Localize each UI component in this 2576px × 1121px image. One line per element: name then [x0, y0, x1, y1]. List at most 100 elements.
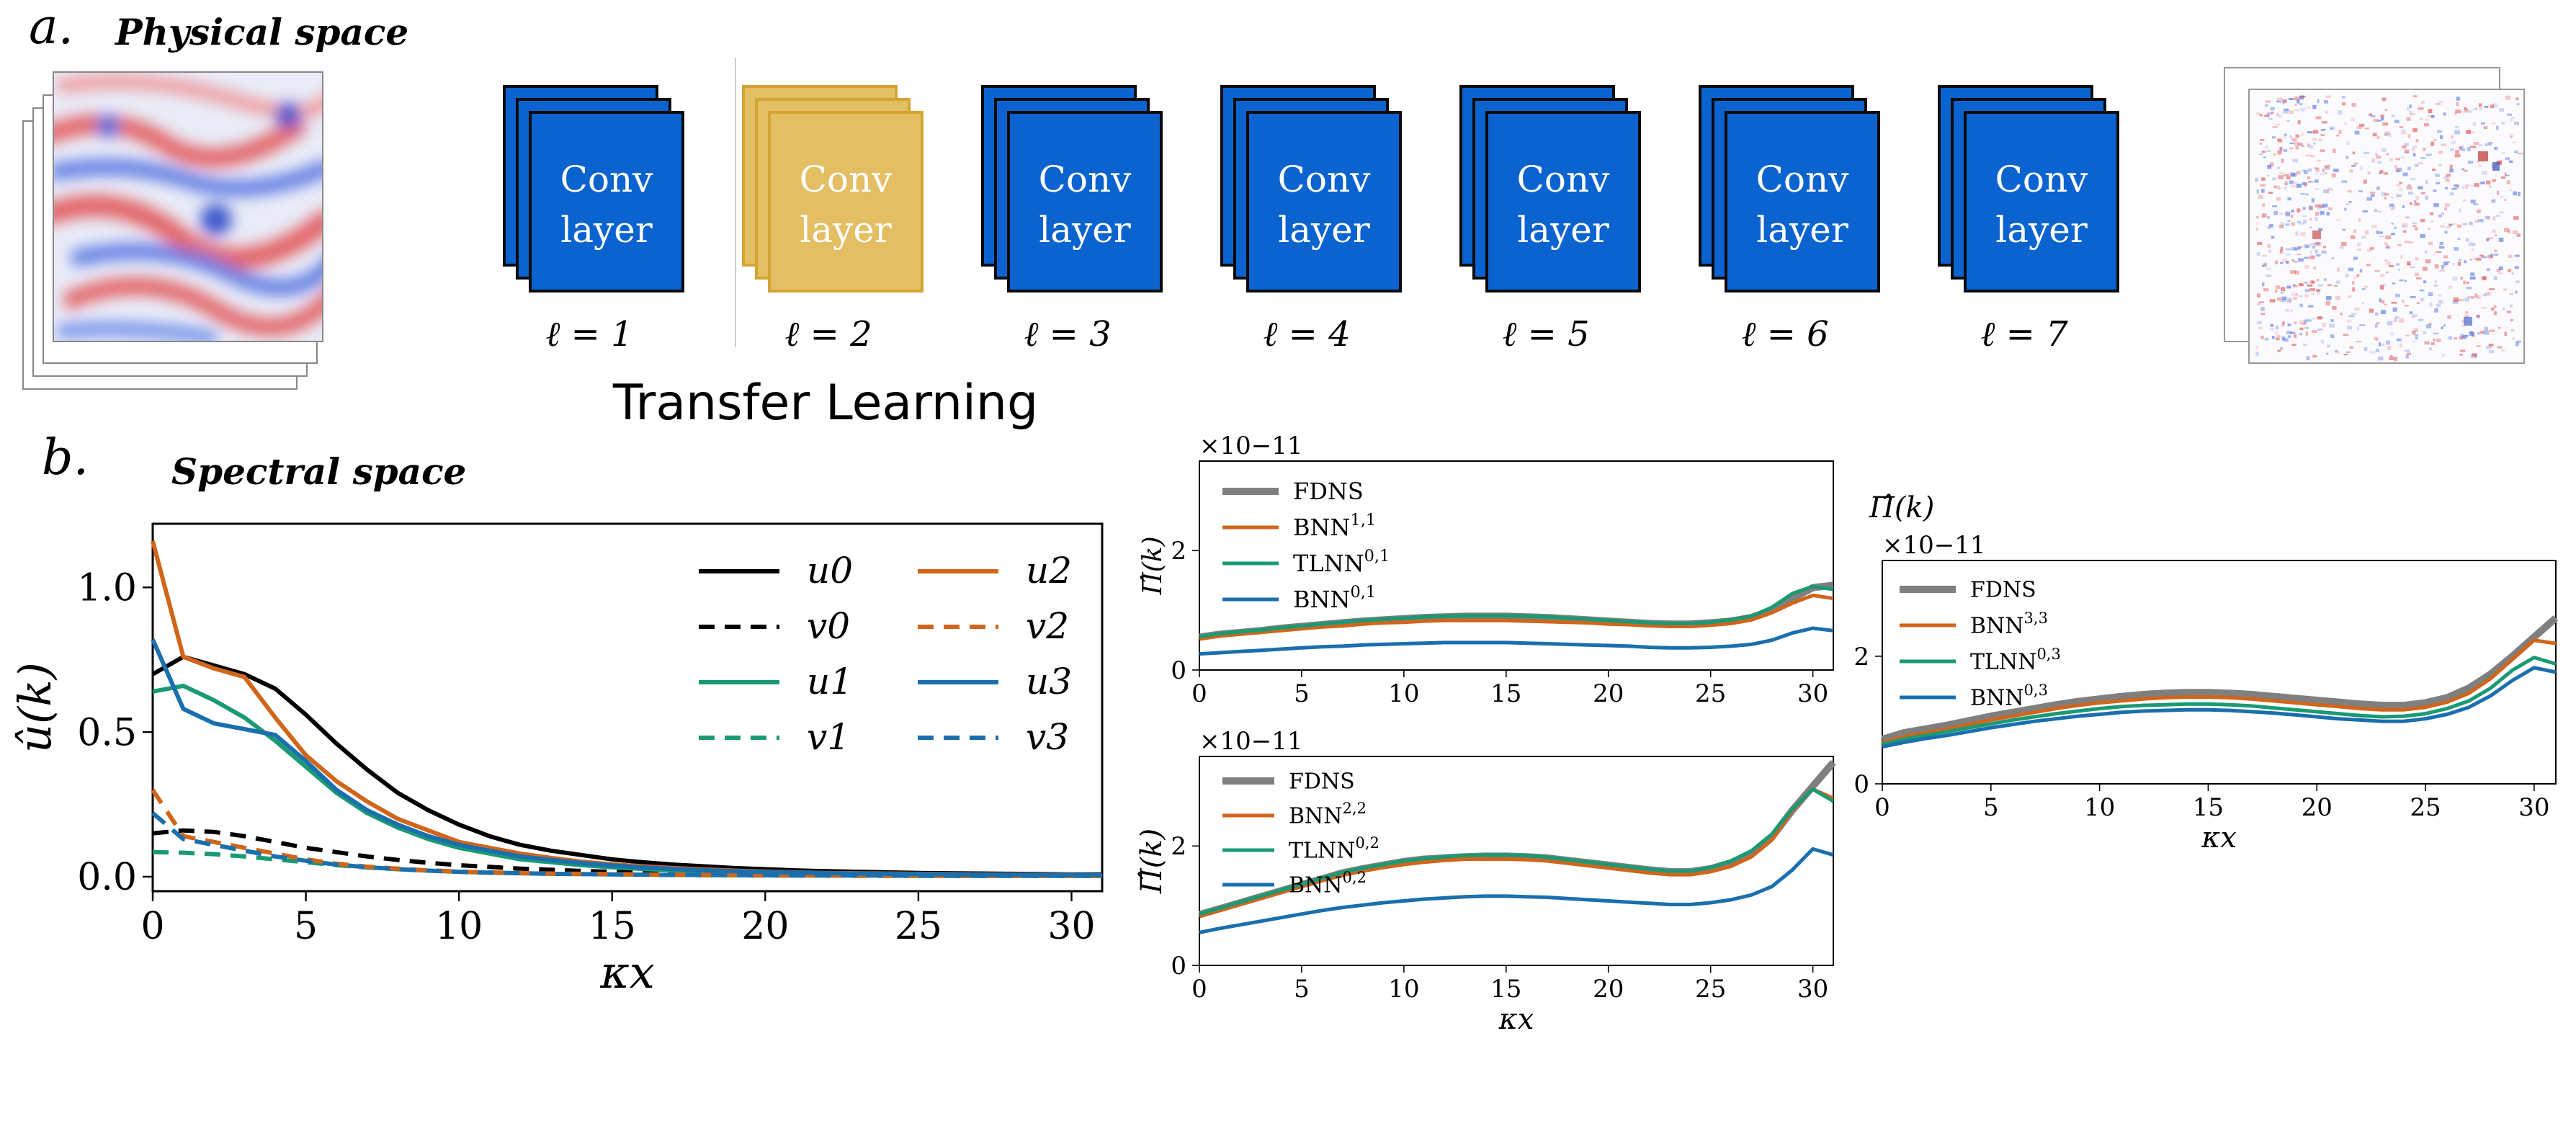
- x-tick-label: 30: [1047, 905, 1095, 948]
- x-tick-label: 25: [2410, 793, 2441, 822]
- conv-layer-sheet: [529, 111, 684, 292]
- x-axis-label: κx: [2201, 821, 2237, 854]
- y-axis-exponent: ×10−11: [1882, 531, 1986, 560]
- output-field-stack: [2224, 67, 2525, 364]
- y-tick-label: 0.5: [77, 711, 137, 754]
- series-line-bnn-3-3: [1882, 638, 2557, 744]
- x-tick-label: 0: [140, 905, 164, 948]
- panel-a-heading: Physical space: [114, 11, 408, 53]
- x-tick-label: 10: [1388, 679, 1419, 708]
- conv-layer-text-line1: Conv: [1278, 158, 1372, 200]
- layer-index-label: ℓ = 3: [1024, 314, 1111, 354]
- legend-label: BNN1,1: [1293, 511, 1376, 541]
- legend-label: u0: [807, 550, 853, 591]
- legend-label: TLNN0,2: [1289, 834, 1379, 864]
- conv-layer-sheet: [1964, 111, 2119, 292]
- x-tick-label: 15: [1490, 975, 1521, 1004]
- x-axis-label: κx: [1498, 1003, 1534, 1036]
- conv-layer-sheet: [1725, 111, 1880, 292]
- conv-layer-sheet: [1485, 111, 1641, 292]
- y-tick-label: 0.0: [77, 856, 137, 899]
- x-tick-label: 0: [1874, 793, 1890, 822]
- x-tick-label: 5: [1294, 975, 1310, 1004]
- series-line-bnn-0-1: [1199, 626, 1834, 656]
- conv-layer-sheet: [1246, 111, 1402, 292]
- y-axis-exponent: ×10−11: [1199, 432, 1303, 460]
- x-tick-label: 10: [2084, 793, 2115, 822]
- layer-index-label: ℓ = 2: [784, 314, 872, 354]
- legend-label: BNN0,1: [1293, 583, 1376, 613]
- y-tick-label: 0: [1853, 770, 1869, 799]
- x-tick-label: 0: [1191, 679, 1207, 708]
- conv-layer-text-line1: Conv: [560, 158, 654, 200]
- panel-a-letter: a.: [29, 0, 73, 55]
- panel-b: b. Spectral space: [42, 429, 466, 493]
- x-tick-label: 5: [1294, 679, 1310, 708]
- input-field-stack: [22, 71, 323, 390]
- legend-label: FDNS: [1293, 478, 1364, 505]
- conv-layer-text-line1: Conv: [1995, 158, 2089, 200]
- legend-label: u2: [1026, 550, 1072, 591]
- panel-b-heading: Spectral space: [171, 450, 466, 493]
- x-tick-label: 15: [589, 905, 636, 948]
- layer-index-label: ℓ = 1: [545, 314, 632, 354]
- series-line-bnn-1-1: [1199, 593, 1834, 641]
- x-tick-label: 15: [2193, 793, 2224, 822]
- layer-index-label: ℓ = 4: [1263, 314, 1350, 354]
- x-tick-label: 20: [1593, 679, 1624, 708]
- x-tick-label: 20: [741, 905, 789, 948]
- legend-label: v1: [807, 716, 850, 758]
- legend-label: BNN0,2: [1289, 869, 1367, 898]
- y-tick-label: 2: [1171, 537, 1186, 566]
- y-axis-exponent: ×10−11: [1199, 727, 1303, 756]
- conv-layer-3: Conv layer ℓ = 3: [981, 85, 1163, 354]
- y-axis-label: Π̂(k): [1138, 536, 1168, 595]
- legend-label: u1: [807, 661, 853, 702]
- legend-label: TLNN0,3: [1970, 646, 2061, 675]
- x-tick-label: 30: [1797, 679, 1828, 708]
- conv-layer-text-line2: layer: [1756, 209, 1848, 251]
- conv-layer-sheet: [1007, 111, 1163, 292]
- series-line-fdns: [1881, 615, 2559, 743]
- series-line-bnn-0-3: [1882, 666, 2557, 749]
- layer-index-label: ℓ = 6: [1741, 314, 1828, 354]
- plot-area: [1882, 560, 2557, 785]
- x-tick-label: 10: [435, 905, 483, 948]
- legend-label: BNN2,2: [1289, 800, 1367, 829]
- x-tick-label: 15: [1490, 679, 1521, 708]
- conv-layer-text-line2: layer: [1995, 209, 2088, 251]
- conv-layer-text-line2: layer: [1517, 209, 1609, 251]
- y-tick-label: 1.0: [77, 567, 137, 610]
- series-line-v3: [151, 811, 1102, 878]
- panel-b-letter: b.: [42, 429, 89, 486]
- series-line-tlnn-0-1: [1199, 584, 1834, 639]
- conv-layer-text-line2: layer: [800, 209, 892, 251]
- x-tick-label: 0: [1191, 975, 1207, 1004]
- series-line-tlnn-0-2: [1199, 787, 1835, 916]
- conv-layer-text-line1: Conv: [1039, 158, 1132, 200]
- y-axis-label: Π̂(k): [1869, 491, 1934, 524]
- legend-label: v0: [807, 605, 850, 647]
- layer-index-label: ℓ = 5: [1502, 314, 1589, 354]
- legend-label: TLNN0,1: [1293, 547, 1390, 577]
- y-tick-label: 0: [1171, 656, 1186, 685]
- legend-label: FDNS: [1289, 769, 1355, 795]
- series-line-u3: [151, 638, 1102, 877]
- conv-layer-text-line2: layer: [1039, 209, 1131, 251]
- x-tick-label: 25: [895, 905, 942, 948]
- series-line-bnn-0-2: [1199, 847, 1834, 934]
- x-axis-label: κx: [599, 946, 655, 999]
- output-noise-pattern: [2255, 95, 2523, 361]
